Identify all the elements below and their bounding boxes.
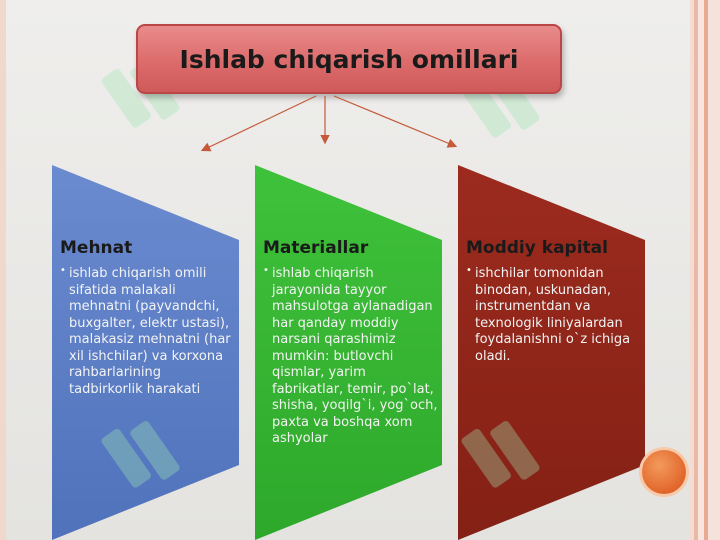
watermark-logo-icon xyxy=(461,421,540,488)
title-box: Ishlab chiqarish omillari xyxy=(136,24,562,94)
materiallar-shape xyxy=(255,165,442,540)
moddiy-kapital-heading: Moddiy kapital xyxy=(466,238,608,258)
mehnat-column: Mehnat • ishlab chiqarish omili sifatida… xyxy=(60,238,236,398)
moddiy-kapital-shape xyxy=(458,165,645,540)
materiallar-text: ishlab chiqarish jarayonida tayyor mahsu… xyxy=(272,266,438,446)
moddiy-kapital-text: ishchilar tomonidan binodan, uskunadan, … xyxy=(475,266,631,364)
diagram-title: Ishlab chiqarish omillari xyxy=(179,44,519,74)
orange-circle-decoration xyxy=(642,450,686,494)
materiallar-heading: Materiallar xyxy=(263,238,369,258)
materiallar-body: • ishlab chiqarish jarayonida tayyor mah… xyxy=(263,265,439,448)
arrow-to-moddiy-kapital xyxy=(333,95,458,148)
mehnat-body: • ishlab chiqarish omili sifatida malaka… xyxy=(60,265,236,398)
mehnat-shape xyxy=(52,165,239,540)
materiallar-column: Materiallar • ishlab chiqarish jarayonid… xyxy=(263,238,439,448)
slide-right-border xyxy=(690,0,720,540)
bullet-icon: • xyxy=(60,265,66,276)
slide-left-border xyxy=(0,0,6,540)
bullet-icon: • xyxy=(466,265,472,276)
mehnat-text: ishlab chiqarish omili sifatida malakali… xyxy=(69,266,231,397)
arrow-to-mehnat xyxy=(200,95,317,152)
watermark-logo-icon xyxy=(101,421,180,488)
bullet-icon: • xyxy=(263,265,269,276)
moddiy-kapital-column: Moddiy kapital • ishchilar tomonidan bin… xyxy=(466,238,642,365)
mehnat-heading: Mehnat xyxy=(60,238,133,258)
moddiy-kapital-body: • ishchilar tomonidan binodan, uskunadan… xyxy=(466,265,642,365)
